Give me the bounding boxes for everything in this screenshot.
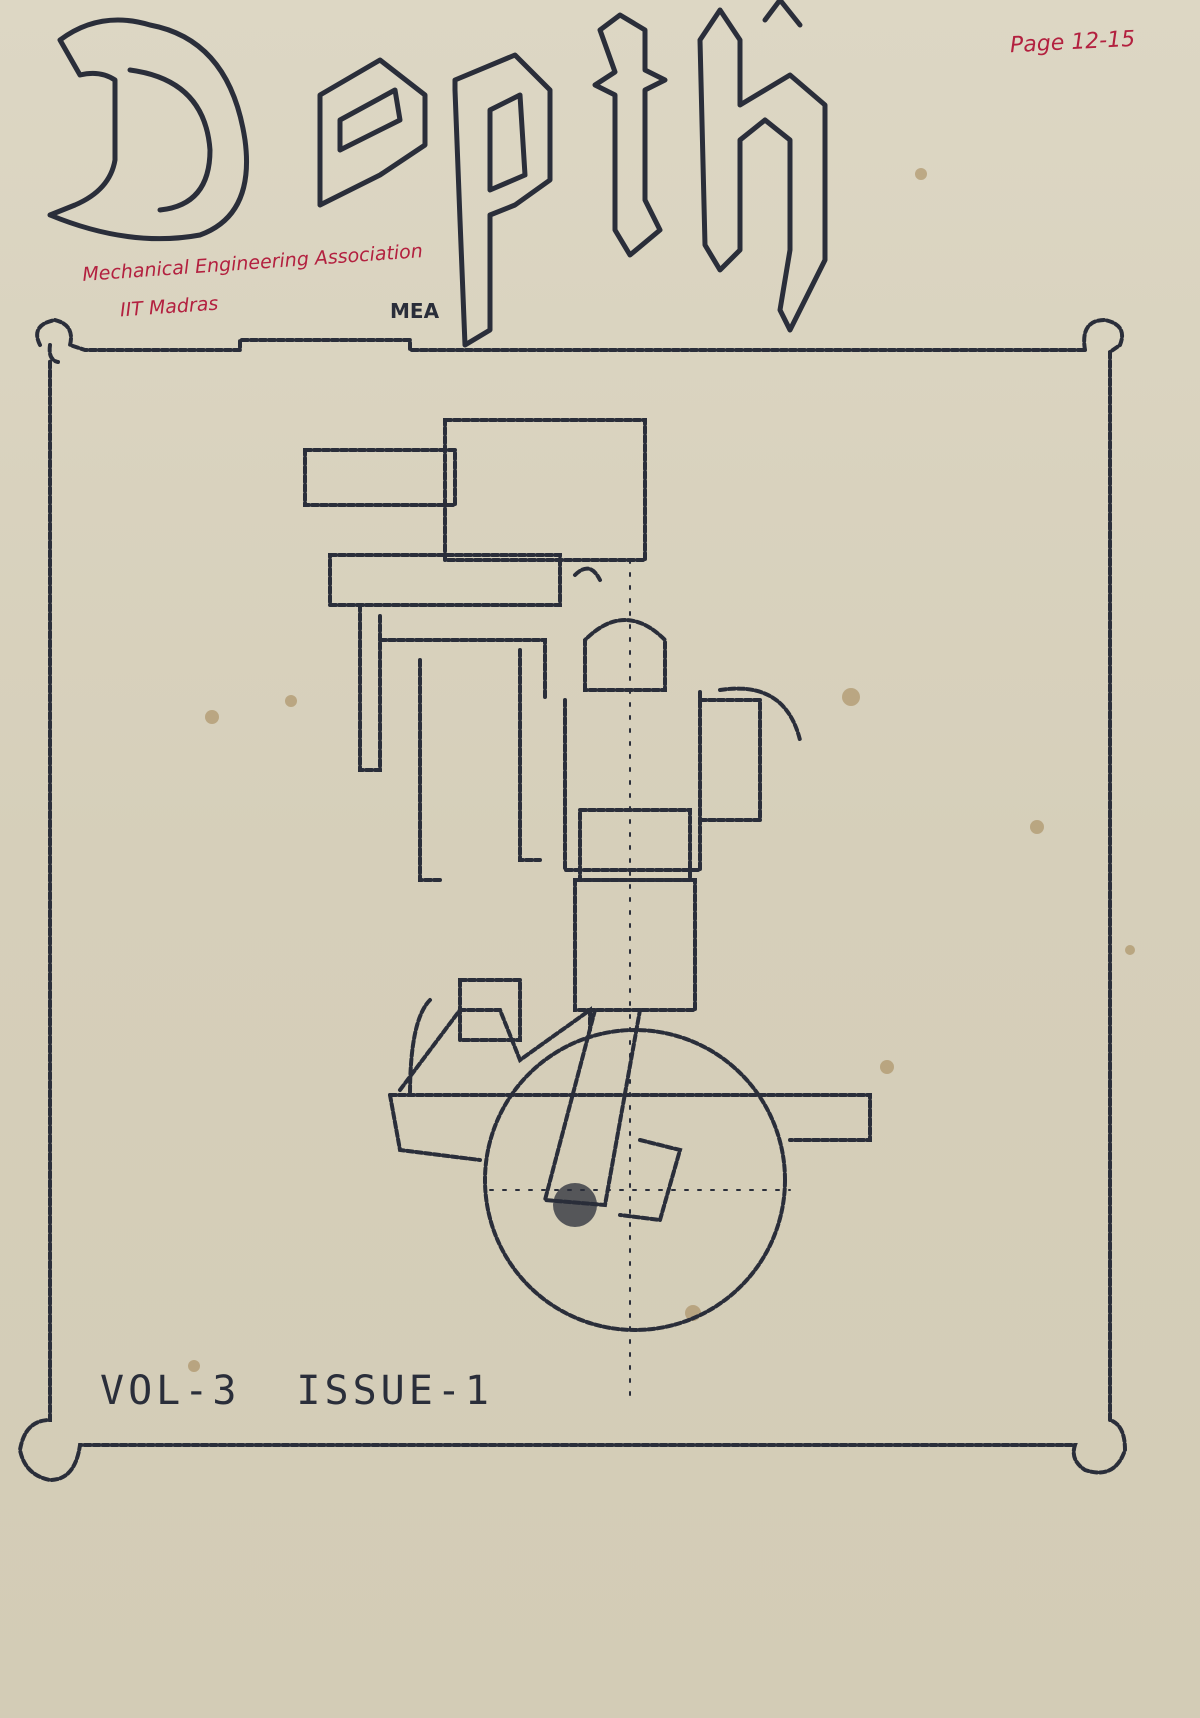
masthead-title: MEA xyxy=(20,0,900,360)
stain xyxy=(1125,945,1135,955)
issue-label: ISSUE-1 xyxy=(296,1368,493,1414)
stain xyxy=(842,688,860,706)
stain xyxy=(915,168,927,180)
stain xyxy=(205,710,219,724)
volume-issue-line: VOL-3 ISSUE-1 xyxy=(100,1368,549,1414)
mea-mark: MEA xyxy=(390,299,440,323)
stain xyxy=(285,695,297,707)
volume-label: VOL-3 xyxy=(100,1368,241,1414)
stain xyxy=(880,1060,894,1074)
stain xyxy=(188,1360,200,1372)
stain xyxy=(1030,820,1044,834)
